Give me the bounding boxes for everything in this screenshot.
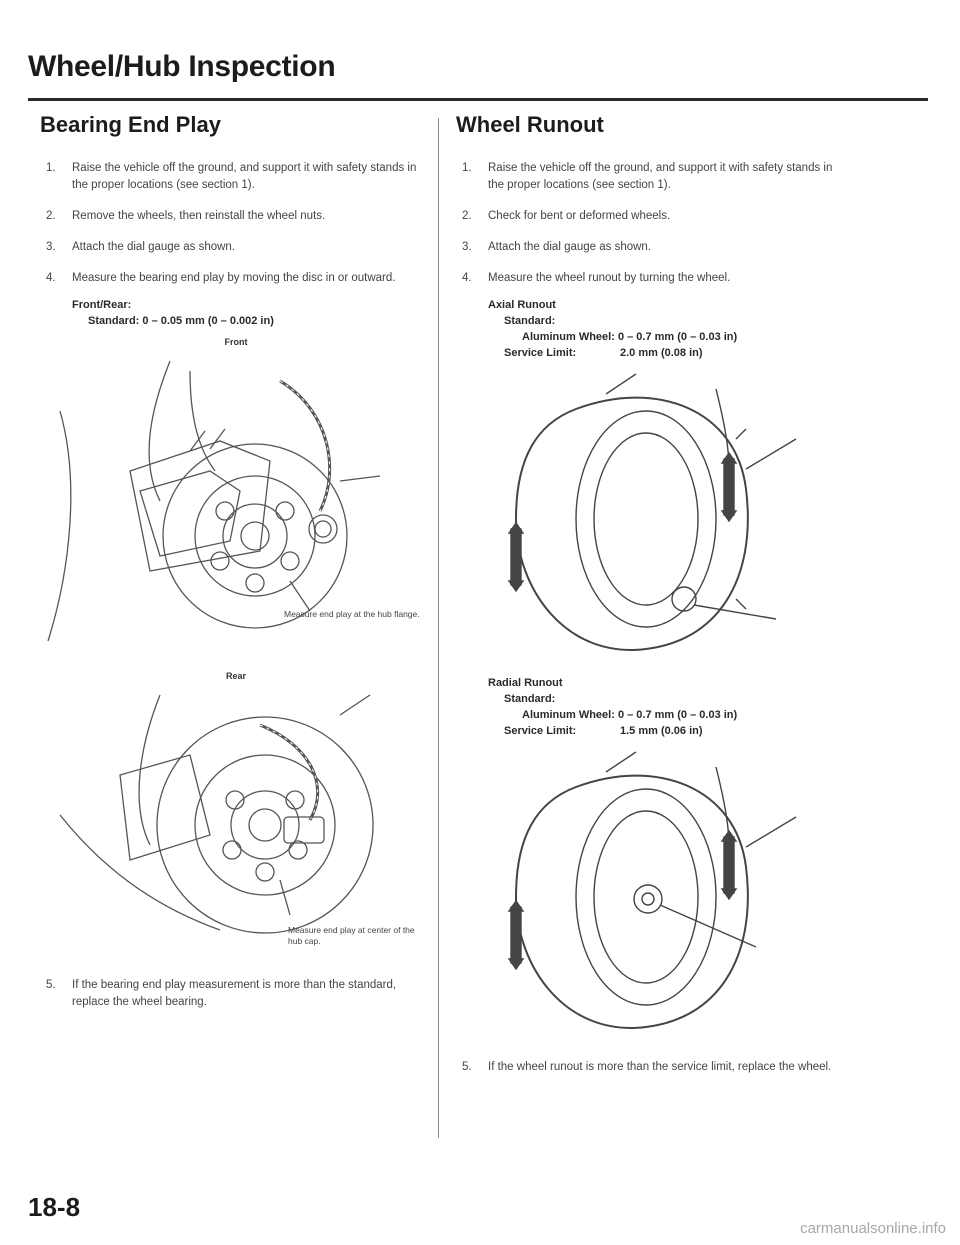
step-item: 2. Remove the wheels, then reinstall the… <box>40 208 432 225</box>
bearing-spec: Front/Rear: Standard: 0 – 0.05 mm (0 – 0… <box>72 297 432 329</box>
radial-service-label: Service Limit: <box>504 725 577 737</box>
step-item: 2. Check for bent or deformed wheels. <box>456 208 848 225</box>
step-item: 1. Raise the vehicle off the ground, and… <box>40 160 432 194</box>
step-item: 5. If the wheel runout is more than the … <box>456 1059 848 1076</box>
spec-heading: Front/Rear: <box>72 299 132 311</box>
column-divider <box>438 118 439 1138</box>
radial-standard: Standard: <box>504 693 556 705</box>
step-number: 2. <box>462 210 472 222</box>
radial-title: Radial Runout <box>488 677 563 689</box>
step-number: 1. <box>46 162 56 174</box>
step-item: 5. If the bearing end play measurement i… <box>40 977 432 1011</box>
front-callout: Measure end play at the hub flange. <box>284 609 420 619</box>
step-text: Attach the dial gauge as shown. <box>72 241 236 253</box>
step-number: 4. <box>46 272 56 284</box>
step-item: 3. Attach the dial gauge as shown. <box>40 239 432 256</box>
step-item: 4. Measure the wheel runout by turning t… <box>456 270 848 287</box>
axial-aluminum-value: 0 – 0.7 mm (0 – 0.03 in) <box>617 331 738 343</box>
axial-runout-spec: Axial Runout Standard: Aluminum Wheel: 0… <box>488 297 848 361</box>
radial-aluminum-value: 0 – 0.7 mm (0 – 0.03 in) <box>617 709 738 721</box>
axial-service-value: 2.0 mm (0.08 in) <box>620 347 703 359</box>
wheel-runout-section: Wheel Runout 1. Raise the vehicle off th… <box>456 112 848 1090</box>
step-number: 5. <box>462 1061 472 1073</box>
bearing-steps: 1. Raise the vehicle off the ground, and… <box>40 160 432 287</box>
page-number: 18-8 <box>28 1192 81 1222</box>
section-heading-runout: Wheel Runout <box>456 112 604 137</box>
axial-aluminum-label: Aluminum Wheel: <box>522 331 615 343</box>
front-hub-illustration <box>47 360 381 642</box>
rear-hub-illustration <box>59 694 374 934</box>
step-item: 3. Attach the dial gauge as shown. <box>456 239 848 256</box>
step-item: 4. Measure the bearing end play by movin… <box>40 270 432 287</box>
radial-service-value: 1.5 mm (0.06 in) <box>620 725 703 737</box>
radial-runout-illustration <box>507 751 797 1029</box>
step-text: If the wheel runout is more than the ser… <box>488 1061 832 1073</box>
step-text: If the bearing end play measurement is m… <box>72 979 397 1008</box>
step-number: 2. <box>46 210 56 222</box>
axial-runout-figure <box>456 369 848 669</box>
figure-label-rear: Rear <box>225 671 246 681</box>
step-number: 5. <box>46 979 56 991</box>
step-text: Measure the bearing end play by moving t… <box>72 272 396 284</box>
step-text: Measure the wheel runout by turning the … <box>488 272 731 284</box>
step-text: Raise the vehicle off the ground, and su… <box>72 162 417 191</box>
radial-runout-figure <box>456 747 848 1047</box>
runout-steps: 1. Raise the vehicle off the ground, and… <box>456 160 848 287</box>
step-text: Attach the dial gauge as shown. <box>488 241 652 253</box>
watermark: carmanualsonline.info <box>800 1220 946 1237</box>
spec-standard: Standard: 0 – 0.05 mm (0 – 0.002 in) <box>88 315 274 327</box>
step-number: 4. <box>462 272 472 284</box>
step-item: 1. Raise the vehicle off the ground, and… <box>456 160 848 194</box>
axial-runout-illustration <box>507 373 797 651</box>
section-heading-bearing: Bearing End Play <box>40 112 221 137</box>
front-hub-figure: Measure end play at the hub flange. <box>40 351 432 651</box>
page-title: Wheel/Hub Inspection <box>28 50 336 83</box>
rear-callout: Measure end play at center of the hub ca… <box>288 925 415 946</box>
figure-label-front: Front <box>224 337 248 347</box>
step-number: 1. <box>462 162 472 174</box>
axial-title: Axial Runout <box>488 299 556 311</box>
step-text: Raise the vehicle off the ground, and su… <box>488 162 833 191</box>
axial-standard: Standard: <box>504 315 556 327</box>
rear-hub-figure: Measure end play at center of the hub ca… <box>40 685 432 955</box>
radial-aluminum-label: Aluminum Wheel: <box>522 709 615 721</box>
step-text: Remove the wheels, then reinstall the wh… <box>72 210 326 222</box>
axial-service-label: Service Limit: <box>504 347 577 359</box>
radial-runout-spec: Radial Runout Standard: Aluminum Wheel: … <box>488 675 848 739</box>
step-number: 3. <box>46 241 56 253</box>
bearing-end-play-section: Bearing End Play 1. Raise the vehicle of… <box>40 112 432 1025</box>
step-text: Check for bent or deformed wheels. <box>488 210 671 222</box>
title-rule <box>28 98 928 101</box>
step-number: 3. <box>462 241 472 253</box>
